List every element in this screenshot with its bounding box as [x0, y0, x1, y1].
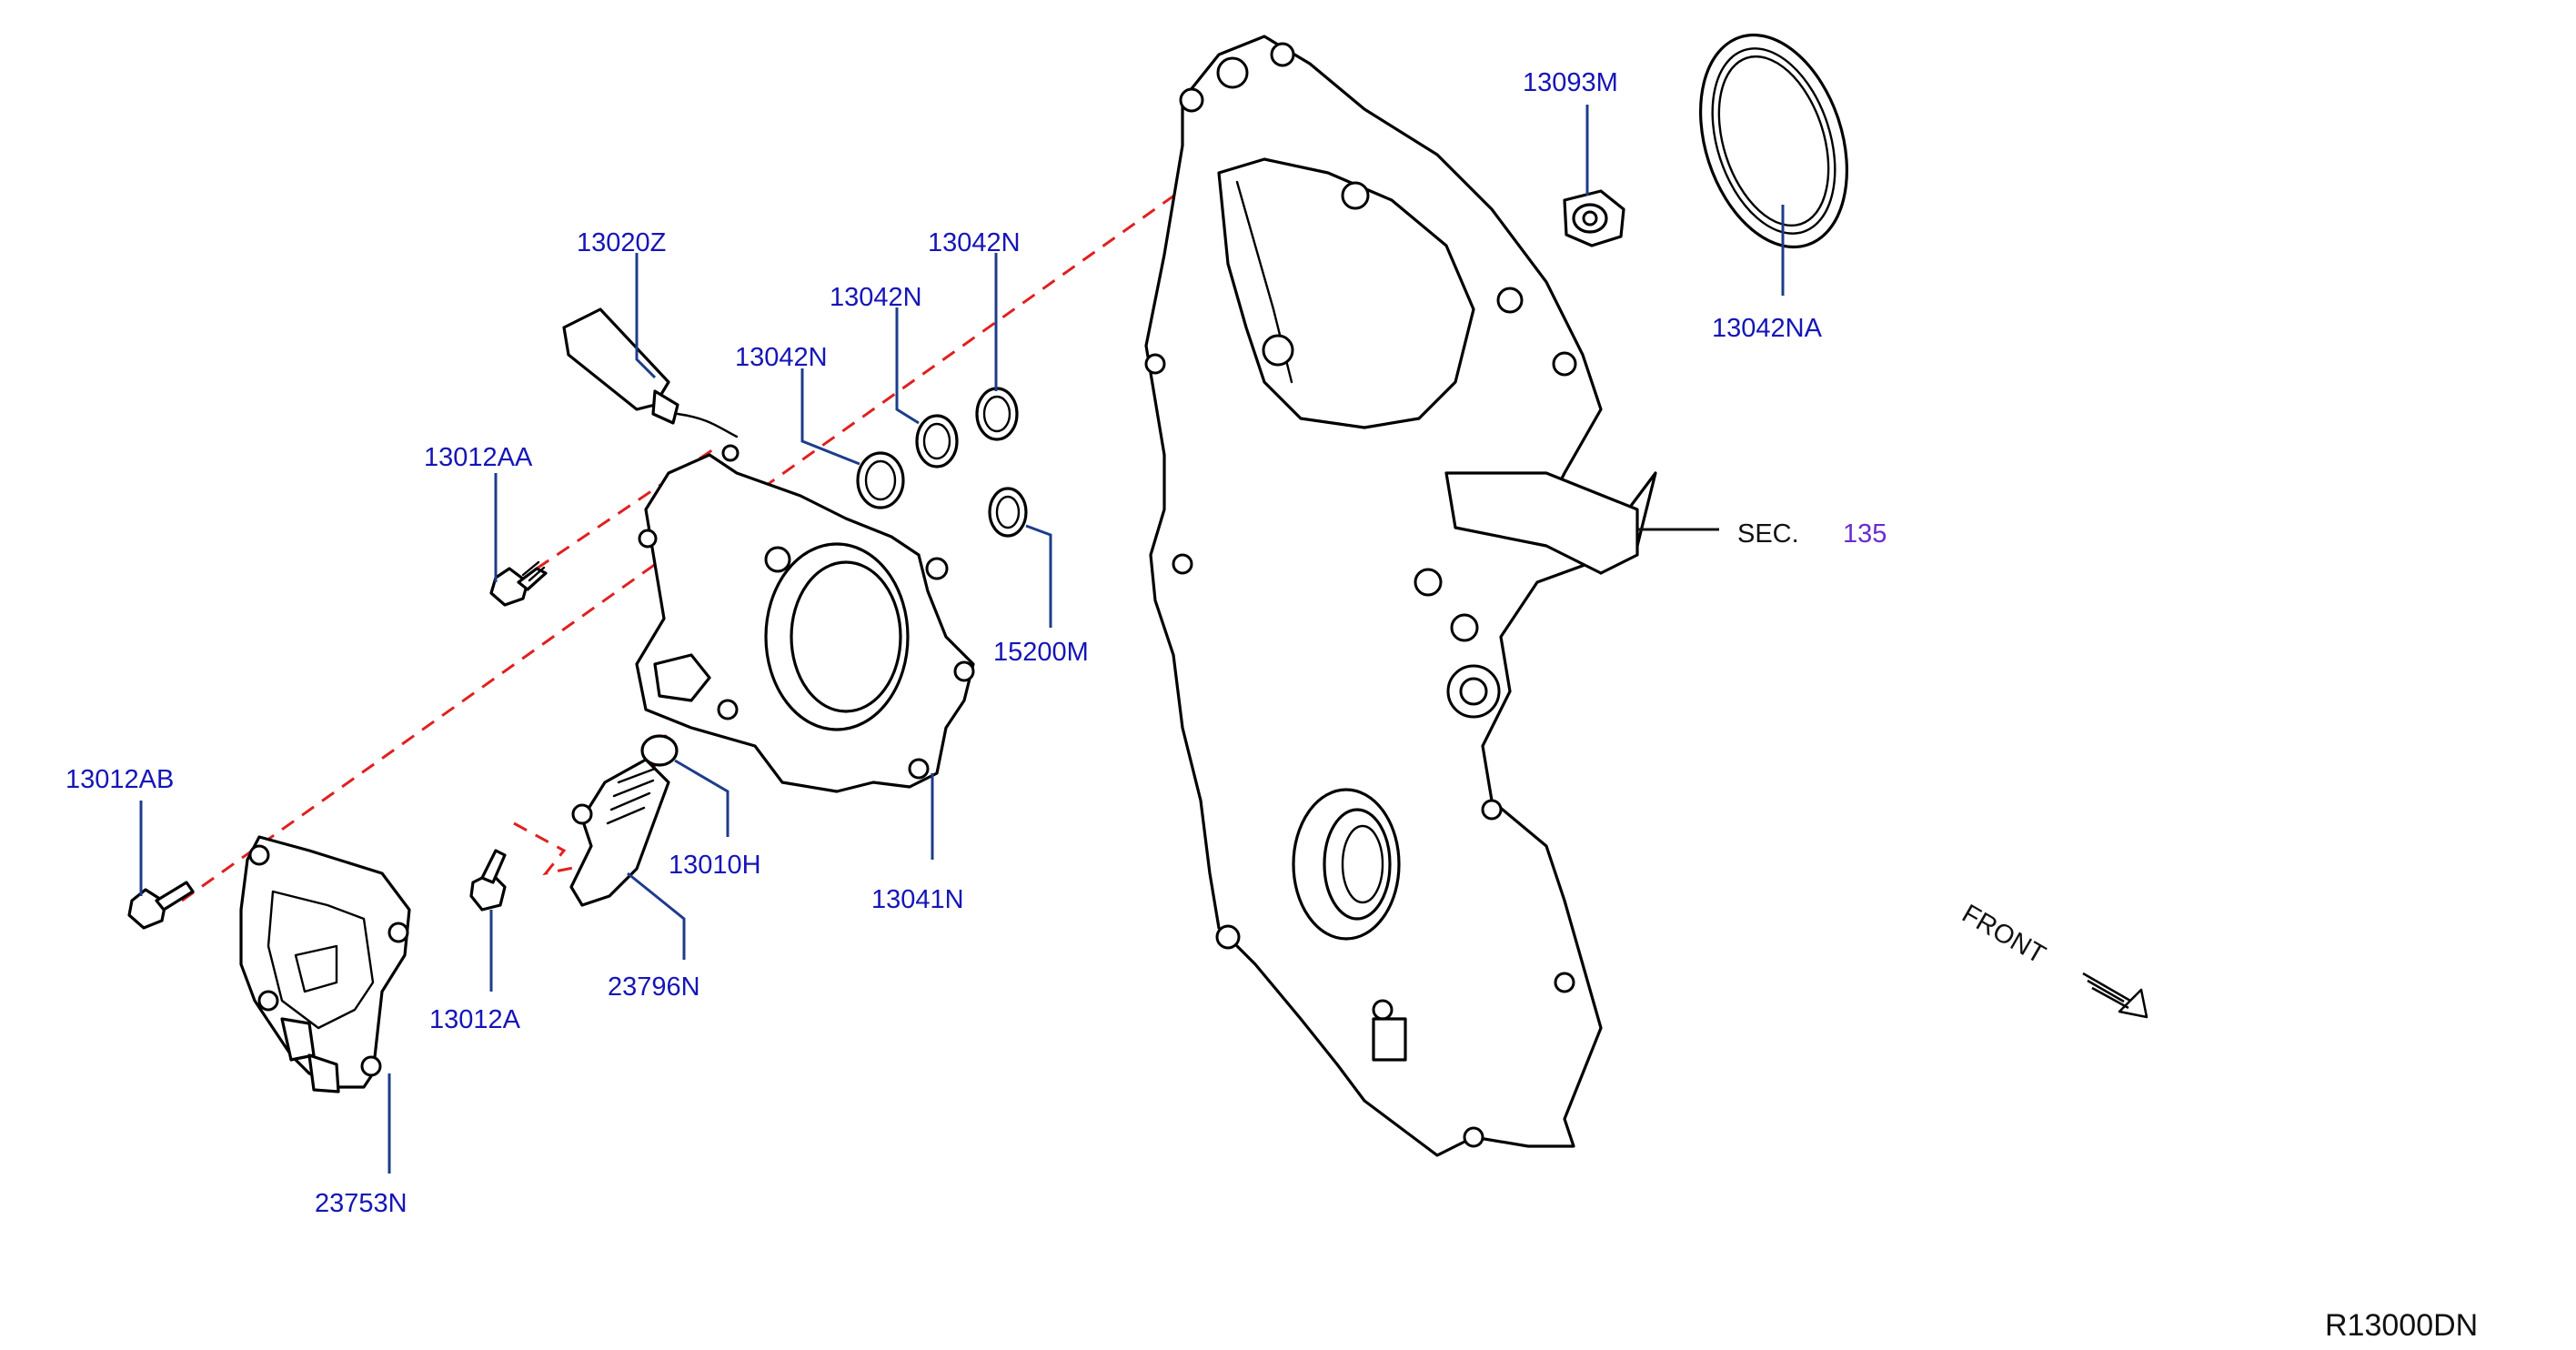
label-13042n: 13042N: [830, 283, 922, 312]
oil-seal-13042na: [1699, 33, 1848, 249]
boss-hole: [1463, 1126, 1484, 1148]
reference-line-solenoid: [513, 727, 670, 876]
leader-23796n: [627, 871, 686, 960]
o-rings-13042n: [856, 387, 1028, 538]
boss-hole: [1554, 972, 1575, 993]
front-indicator: FRONT: [1957, 899, 2148, 1019]
section-ref-number: 135: [1843, 519, 1887, 549]
section-ref-prefix: SEC.: [1737, 519, 1799, 549]
label-13010h: 13010H: [669, 851, 761, 880]
cover-23753n: [239, 835, 411, 1093]
leader-15200m: [1025, 524, 1052, 628]
timing-chain-case: [1144, 35, 1657, 1157]
o-ring-15200m: [988, 487, 1028, 538]
boss-hole: [1496, 287, 1524, 314]
part-labels: 13020Z 13042N 13042N 13042N 13012AA 1520…: [65, 68, 1887, 1218]
plug-13093m: [1563, 189, 1625, 247]
label-13012a: 13012A: [429, 1005, 521, 1034]
cover-13041n: [635, 444, 975, 793]
boss-hole: [1215, 924, 1241, 950]
leader-13020z: [635, 253, 657, 379]
label-23753n: 23753N: [315, 1189, 408, 1218]
boss-hole: [1414, 568, 1443, 597]
label-13042n: 13042N: [928, 228, 1021, 257]
label-13012ab: 13012AB: [65, 765, 174, 794]
boss-hole: [1216, 56, 1249, 89]
label-13012aa: 13012AA: [424, 443, 533, 472]
label-13041n: 13041N: [871, 885, 964, 914]
boss-hole: [1341, 181, 1370, 210]
boss-hole: [1481, 799, 1503, 821]
boss-hole: [1144, 353, 1166, 375]
reference-line-cover-bolt: [181, 162, 1220, 902]
boss-hole: [1552, 351, 1577, 377]
front-label: FRONT: [1957, 899, 2051, 970]
leader-lines: [139, 105, 1785, 1174]
bolt-13012ab: [127, 881, 195, 930]
boss-hole: [1372, 999, 1394, 1021]
leader-13010h: [674, 759, 730, 837]
boss-hole: [1262, 334, 1294, 367]
front-arrow-icon: [2082, 972, 2148, 1019]
label-13042n: 13042N: [735, 343, 828, 372]
sealant-tube-13020z: [562, 307, 739, 438]
side-boss-hole: [1459, 677, 1488, 706]
boss-hole: [1172, 553, 1193, 575]
label-23796n: 23796N: [608, 972, 700, 1002]
bolt-13012a: [469, 849, 507, 912]
label-13020z: 13020Z: [577, 228, 666, 257]
label-13093m: 13093M: [1523, 68, 1618, 97]
bolt-13012aa: [489, 560, 548, 607]
o-ring-13010h: [640, 734, 679, 767]
o-ring-13042n: [915, 414, 959, 468]
leader-13042n-b: [895, 307, 920, 425]
boss-hole: [1179, 87, 1204, 113]
boss-hole: [1450, 613, 1479, 642]
boss-hole: [1270, 42, 1295, 67]
leader-13042n-c: [800, 368, 860, 466]
crank-seal-bore-inner: [1323, 808, 1392, 921]
diagram-code: R13000DN: [2325, 1308, 2478, 1343]
label-13042na: 13042NA: [1712, 314, 1823, 343]
label-15200m: 15200M: [993, 638, 1089, 667]
solenoid-23796n: [569, 758, 670, 907]
